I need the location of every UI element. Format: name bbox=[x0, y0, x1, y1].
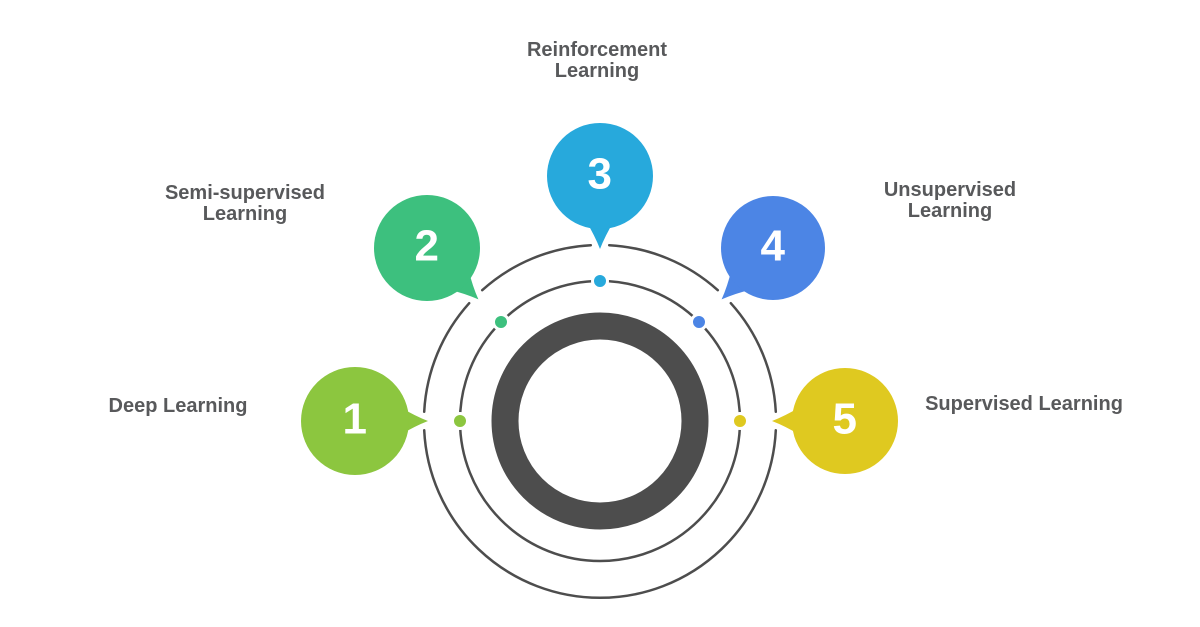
orbit-dot-1 bbox=[451, 412, 469, 430]
bubble-group-4 bbox=[690, 196, 825, 331]
outer-circle-arc bbox=[607, 243, 720, 292]
bubble-4-number: 4 bbox=[760, 221, 786, 271]
label-reinforcement-learning: Reinforcement Learning bbox=[526, 39, 668, 82]
orbit-dot-5 bbox=[731, 412, 749, 430]
bubble-3-number: 3 bbox=[587, 149, 613, 199]
outer-circle bbox=[422, 243, 778, 599]
bubble-5 bbox=[792, 368, 898, 474]
orbit-dot-2 bbox=[492, 313, 510, 331]
bubble-1 bbox=[301, 367, 409, 475]
bubble-2 bbox=[374, 195, 480, 301]
label-supervised-learning: Supervised Learning bbox=[925, 393, 1123, 415]
bubble-group-3 bbox=[547, 123, 653, 290]
bubble-1-number: 1 bbox=[342, 394, 368, 444]
bubble-3 bbox=[547, 123, 653, 229]
orbit-dot-3 bbox=[591, 272, 609, 290]
bubble-2-number: 2 bbox=[414, 221, 440, 271]
outer-circle-arc bbox=[422, 301, 471, 414]
bubble-group-5 bbox=[731, 368, 898, 474]
bubble-group-1 bbox=[301, 367, 469, 475]
bubble-group-2 bbox=[374, 195, 510, 331]
outer-circle-arc bbox=[480, 243, 593, 292]
label-deep-learning: Deep Learning bbox=[108, 395, 248, 417]
center-ring bbox=[491, 312, 709, 530]
outer-circle-arc bbox=[729, 301, 778, 414]
orbit-dot-4 bbox=[690, 313, 708, 331]
outer-circle-arc bbox=[422, 428, 778, 599]
bubble-4 bbox=[721, 196, 825, 300]
label-unsupervised-learning: Unsupervised Learning bbox=[883, 179, 1017, 222]
bubble-5-number: 5 bbox=[832, 394, 858, 444]
label-semi-supervised-learning: Semi-supervised Learning bbox=[164, 182, 326, 225]
